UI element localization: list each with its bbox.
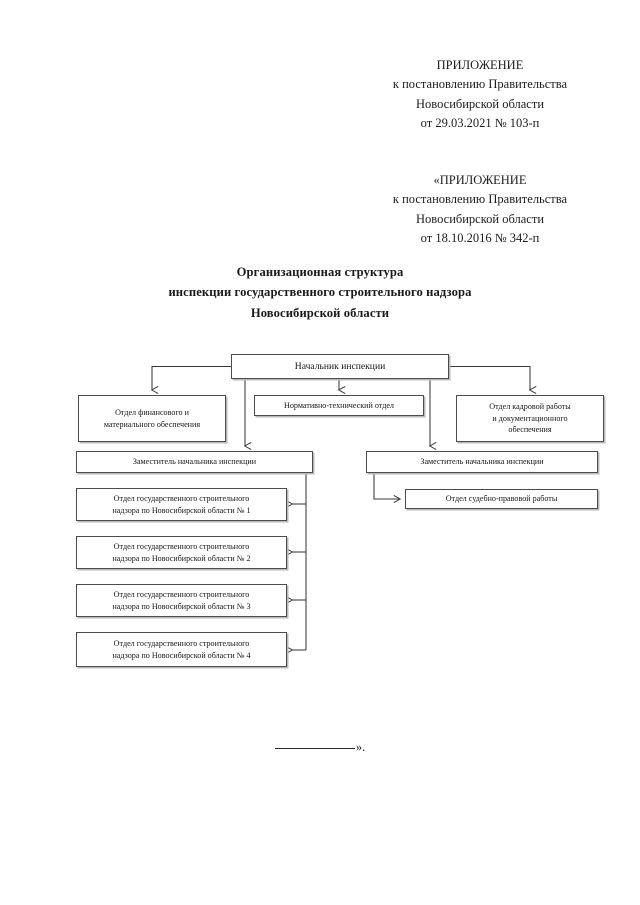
node-supervision-1-line-1: Отдел государственного строительного: [113, 493, 250, 503]
node-supervision-department-4[interactable]: Отдел государственного строительного над…: [76, 632, 287, 667]
page-title-line-1: Организационная структура: [236, 265, 404, 279]
node-deputy-right-label: Заместитель начальника инспекции: [420, 457, 544, 467]
header-primary-line-3: Новосибирской области: [415, 96, 545, 111]
edge-deputy-right-to-legal: [373, 473, 402, 504]
edge-chief-to-finance: [150, 365, 231, 395]
node-normative-label: Нормативно-технический отдел: [284, 400, 394, 410]
node-finance-department[interactable]: Отдел финансового и материального обеспе…: [78, 395, 226, 442]
node-supervision-department-2[interactable]: Отдел государственного строительного над…: [76, 536, 287, 569]
header-secondary-line-1: «ПРИЛОЖЕНИЕ: [433, 173, 527, 187]
node-supervision-3-label: Отдел государственного строительного над…: [82, 589, 281, 612]
node-supervision-2-label: Отдел государственного строительного над…: [82, 541, 281, 564]
node-hr-label: Отдел кадровой работы и документационног…: [462, 401, 598, 436]
node-hr-label-line-3: обеспечения: [508, 425, 552, 435]
node-supervision-1-line-2: надзора по Новосибирской области № 1: [112, 505, 251, 515]
header-secondary-line-3: Новосибирской области: [415, 211, 545, 226]
header-primary-line-1: ПРИЛОЖЕНИЕ: [436, 58, 524, 72]
header-primary-line-4: от 29.03.2021 № 103-п: [420, 116, 540, 131]
footer-rule: [274, 748, 355, 749]
node-deputy-chief-left[interactable]: Заместитель начальника инспекции: [76, 451, 313, 473]
node-hr-label-line-1: Отдел кадровой работы: [489, 401, 571, 411]
node-supervision-4-label: Отдел государственного строительного над…: [82, 638, 281, 661]
node-finance-label: Отдел финансового и материального обеспе…: [84, 407, 220, 430]
node-judicial-legal-department[interactable]: Отдел судебно-правовой работы: [405, 489, 598, 509]
node-supervision-2-line-2: надзора по Новосибирской области № 2: [112, 553, 251, 563]
node-supervision-department-3[interactable]: Отдел государственного строительного над…: [76, 584, 287, 617]
node-deputy-chief-right[interactable]: Заместитель начальника инспекции: [366, 451, 598, 473]
header-secondary-line-2: к постановлению Правительства: [392, 192, 568, 207]
footer-closing-quote: ».: [355, 740, 366, 754]
header-secondary-line-4: от 18.10.2016 № 342-п: [420, 231, 540, 246]
node-supervision-4-line-1: Отдел государственного строительного: [113, 638, 250, 648]
node-deputy-left-label: Заместитель начальника инспекции: [132, 457, 257, 467]
node-supervision-1-label: Отдел государственного строительного над…: [82, 493, 281, 516]
node-supervision-4-line-2: надзора по Новосибирской области № 4: [112, 650, 251, 660]
node-chief-label: Начальник инспекции: [294, 360, 386, 372]
page-title-line-3: Новосибирской области: [250, 305, 390, 320]
header-primary-line-2: к постановлению Правительства: [392, 77, 568, 92]
node-finance-label-line-1: Отдел финансового и: [115, 407, 189, 417]
node-supervision-2-line-1: Отдел государственного строительного: [113, 541, 250, 551]
org-chart: Начальник инспекции Отдел финансового и …: [0, 340, 640, 690]
document-footer: ».: [0, 740, 640, 755]
node-hr-and-documentation-department[interactable]: Отдел кадровой работы и документационног…: [456, 395, 604, 442]
node-chief-of-inspection[interactable]: Начальник инспекции: [231, 354, 449, 379]
node-supervision-department-1[interactable]: Отдел государственного строительного над…: [76, 488, 287, 521]
node-supervision-3-line-2: надзора по Новосибирской области № 3: [112, 601, 251, 611]
page-title-line-2: инспекции государственного строительного…: [168, 285, 472, 300]
org-chart-connectors: [150, 365, 537, 655]
node-legal-label: Отдел судебно-правовой работы: [445, 494, 558, 504]
node-finance-label-line-2: материального обеспечения: [103, 419, 201, 429]
edge-chief-to-hr: [449, 365, 537, 395]
appendix-header-primary: ПРИЛОЖЕНИЕ к постановлению Правительства…: [352, 56, 608, 134]
appendix-header-secondary: «ПРИЛОЖЕНИЕ к постановлению Правительств…: [352, 171, 608, 249]
page-title: Организационная структура инспекции госу…: [60, 262, 580, 323]
node-normative-technical-department[interactable]: Нормативно-технический отдел: [254, 395, 424, 416]
node-supervision-3-line-1: Отдел государственного строительного: [113, 589, 250, 599]
node-hr-label-line-2: и документационного: [492, 413, 568, 423]
